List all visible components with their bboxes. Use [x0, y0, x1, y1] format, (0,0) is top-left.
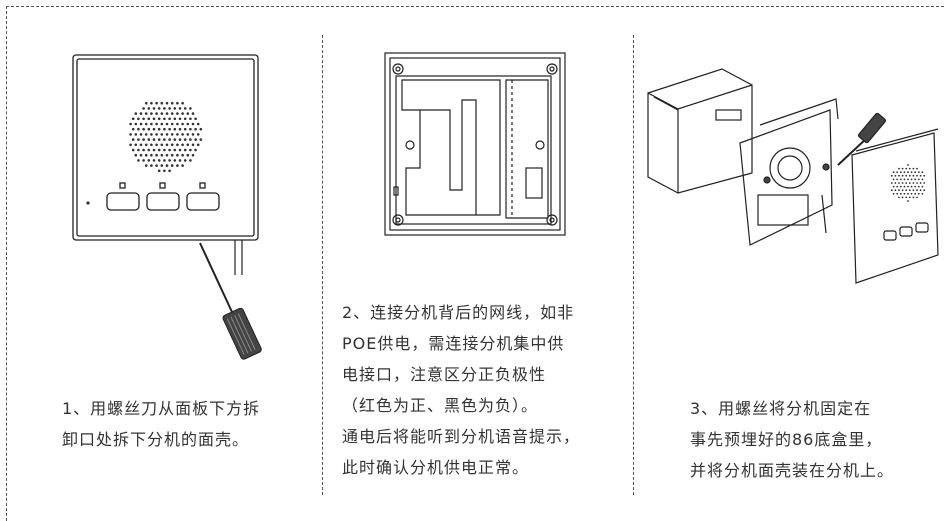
intercom-unit	[739, 98, 839, 246]
panel-buttons	[106, 182, 220, 211]
step-3-line-1: 3、用螺丝将分机固定在	[690, 399, 872, 418]
mounting-illustration	[647, 68, 939, 284]
86-back-box	[647, 68, 753, 194]
screwdriver	[837, 112, 887, 166]
step-3-line-2: 事先预埋好的86底盒里，	[690, 430, 883, 449]
step-2-line-2: POE供电，需连接分机集中供	[342, 334, 565, 353]
screwdriver	[199, 242, 262, 360]
back-of-unit-illustration	[384, 52, 566, 236]
front-panel-removal-illustration	[72, 54, 262, 360]
mounting-screws	[763, 163, 830, 184]
speaker-grille	[129, 101, 203, 173]
column-divider-2	[633, 35, 634, 495]
network-port	[525, 167, 543, 199]
back-plate-outer	[384, 52, 566, 236]
step-1-line-2: 卸口处拆下分机的面壳。	[62, 430, 250, 449]
step-3-caption: 3、用螺丝将分机固定在 事先预埋好的86底盒里， 并将分机面壳装在分机上。	[690, 393, 894, 486]
dashed-frame-top	[6, 6, 944, 7]
step-1-caption: 1、用螺丝刀从面板下方拆 卸口处拆下分机的面壳。	[62, 393, 260, 455]
step-2-line-6: 此时确认分机供电正常。	[342, 458, 530, 477]
step-2-line-5: 通电后将能听到分机语音提示，	[342, 427, 581, 446]
step-2-caption: 2、连接分机背后的网线，如非 POE供电，需连接分机集中供 电接口，注意区分正负…	[342, 297, 580, 483]
step-1-line-1: 1、用螺丝刀从面板下方拆	[62, 399, 261, 418]
indicator-led	[86, 201, 90, 205]
dashed-frame-left	[6, 6, 7, 521]
step-3-line-3: 并将分机面壳装在分机上。	[690, 461, 895, 480]
speaker-grille	[890, 164, 926, 202]
front-panel	[851, 128, 939, 284]
step-2-line-4: （红色为正、黑色为负）。	[342, 396, 539, 415]
front-panel	[72, 54, 259, 241]
step-2-line-1: 2、连接分机背后的网线，如非	[342, 303, 575, 322]
column-divider-1	[322, 35, 323, 495]
step-2-line-3: 电接口，注意区分正负极性	[342, 365, 547, 384]
back-box-edge	[234, 240, 243, 275]
